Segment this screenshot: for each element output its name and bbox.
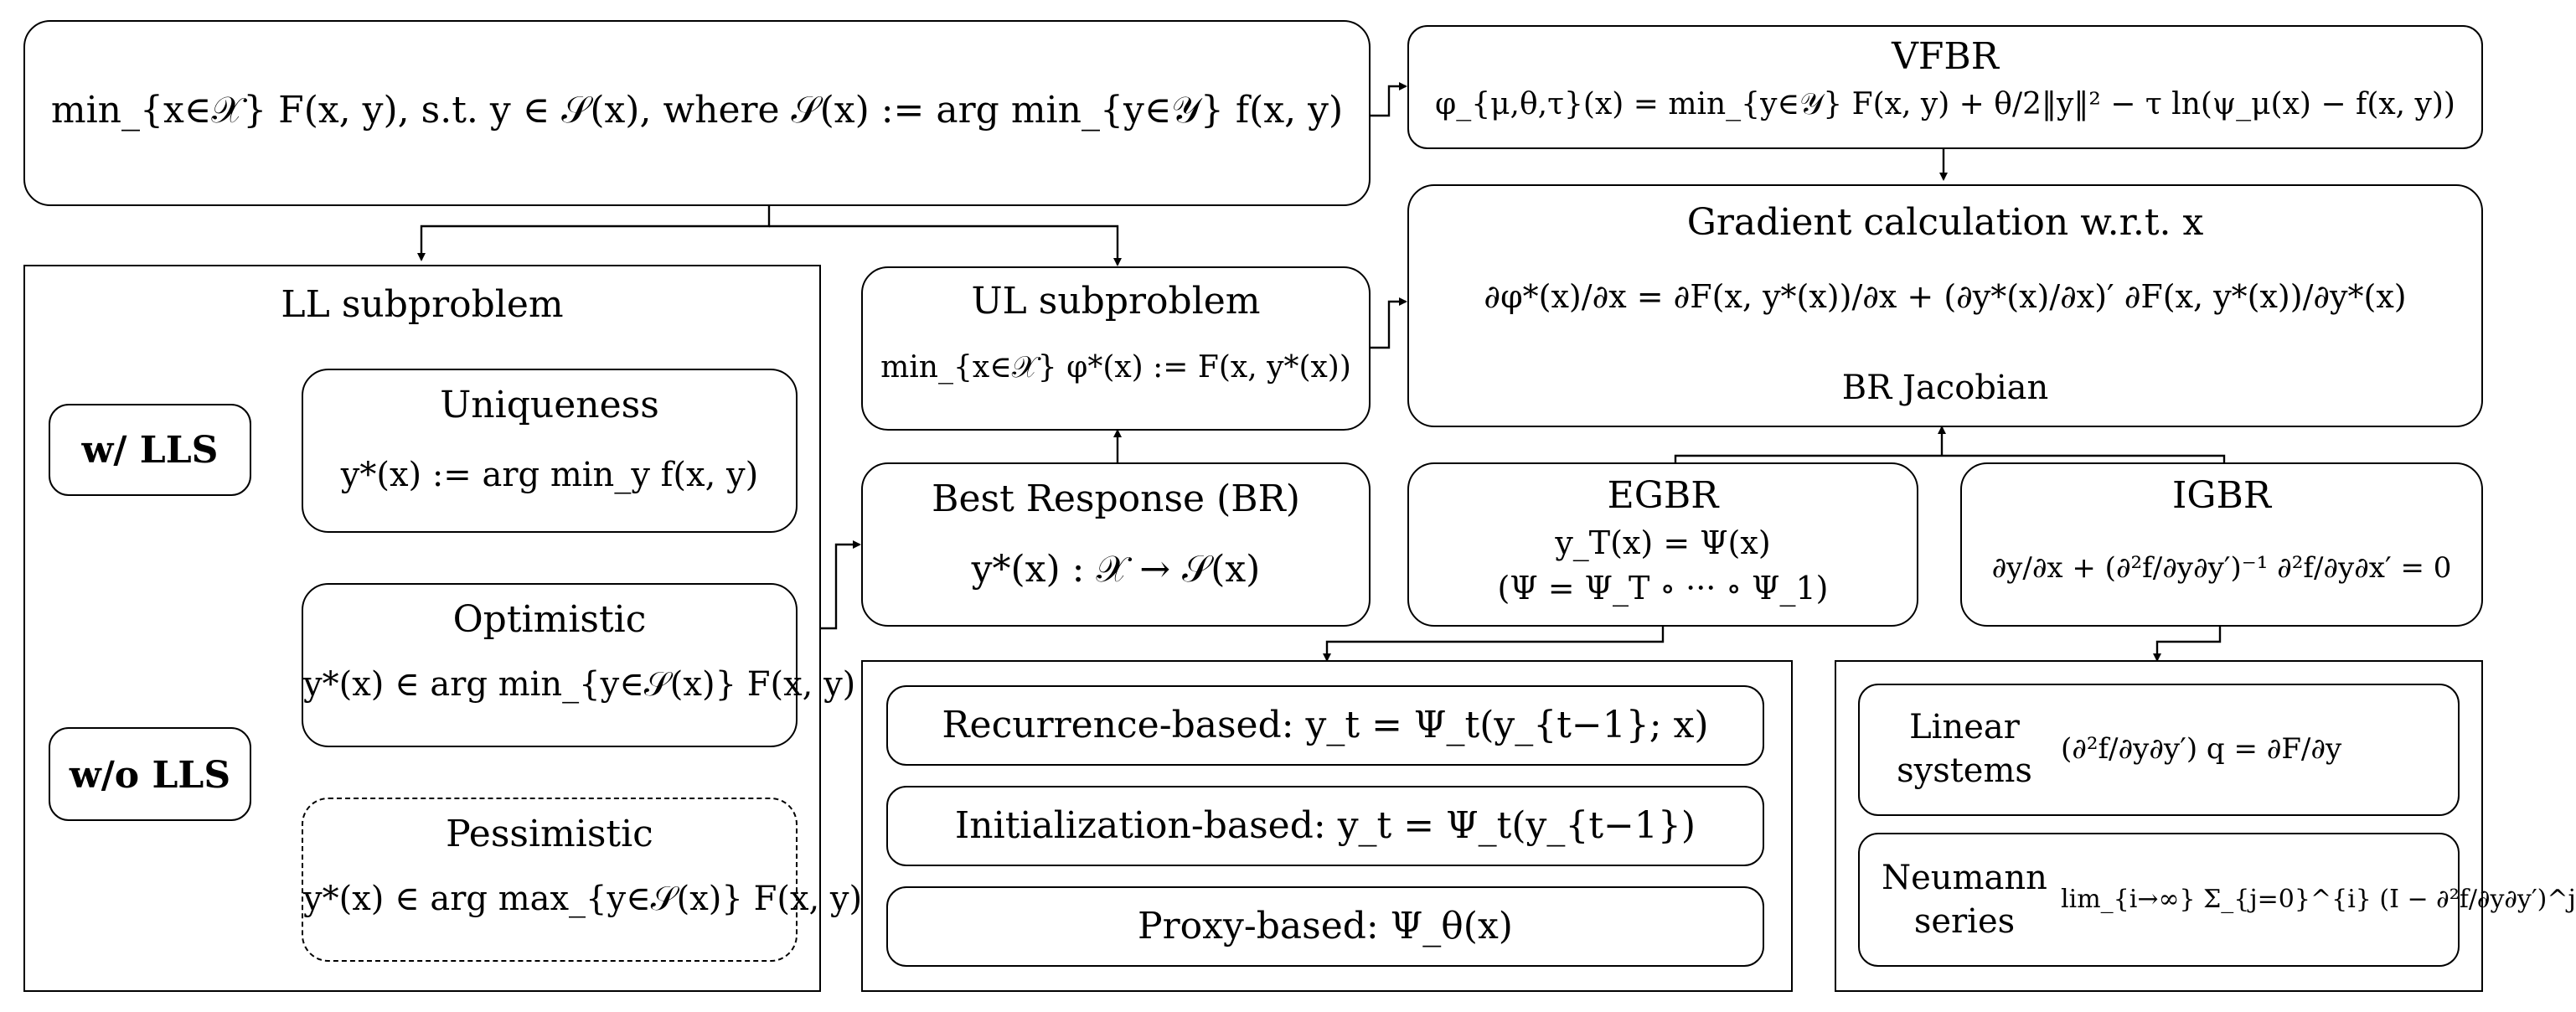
arrow-main-split [417,206,771,261]
w-lls-label: w/ LLS [81,429,219,472]
vfbr-formula: φ_{μ,θ,τ}(x) = min_{y∈𝒴} F(x, y) + θ/2‖y… [1435,87,2455,121]
linear-systems-label-line1: Linear [1909,708,2020,746]
optimistic-box: Optimistic y*(x) ∈ arg min_{y∈𝒮(x)} F(x,… [302,583,856,747]
arrow-main-to-vfbr [1371,82,1407,117]
proxy-based-label: Proxy-based: Ψ_θ(x) [1138,905,1513,947]
egbr-title: EGBR [1607,474,1719,517]
gradient-title: Gradient calculation w.r.t. x [1686,201,2204,244]
linear-systems-label-line2: systems [1897,751,2032,790]
arrow-ul-to-gradient [1371,297,1407,349]
igbr-box: IGBR ∂y/∂x + (∂²f/∂y∂y′)⁻¹ ∂²f/∂y∂x′ = 0 [1960,462,2483,627]
linear-systems-formula: (∂²f/∂y∂y′) q = ∂F/∂y [2061,732,2342,766]
neumann-series-label: Neumann series [1868,856,2061,943]
arrow-main-to-ul [769,225,1122,266]
vfbr-title: VFBR [1892,35,1999,78]
egbr-formula-2: (Ψ = Ψ_T ∘ ··· ∘ Ψ_1) [1497,570,1829,607]
igbr-formula: ∂y/∂x + (∂²f/∂y∂y′)⁻¹ ∂²f/∂y∂x′ = 0 [1991,551,2452,585]
arrow-egbr-to-explicit [1323,627,1665,662]
neumann-series-label-line2: series [1913,902,2016,941]
initialization-based-box: Initialization-based: y_t = Ψ_t(y_{t−1}) [886,786,1764,866]
pessimistic-title: Pessimistic [446,813,653,855]
gradient-formula: ∂φ*(x)/∂x = ∂F(x, y*(x))/∂x + (∂y*(x)/∂x… [1484,278,2407,315]
ll-subproblem-title: LL subproblem [281,283,564,326]
pessimistic-formula: y*(x) ∈ arg max_{y∈𝒮(x)} F(x, y) [303,880,863,918]
recurrence-based-label: Recurrence-based: y_t = Ψ_t(y_{t−1}; x) [942,704,1709,746]
pessimistic-box: Pessimistic y*(x) ∈ arg max_{y∈𝒮(x)} F(x… [302,798,863,962]
egbr-box: EGBR y_T(x) = Ψ(x) (Ψ = Ψ_T ∘ ··· ∘ Ψ_1) [1407,462,1918,627]
proxy-based-box: Proxy-based: Ψ_θ(x) [886,886,1764,967]
ul-subproblem-title: UL subproblem [971,280,1261,323]
best-response-formula: y*(x) : 𝒳 → 𝒮(x) [971,548,1261,591]
neumann-series-label-line1: Neumann [1882,859,2047,897]
optimistic-formula: y*(x) ∈ arg min_{y∈𝒮(x)} F(x, y) [303,665,856,704]
ul-subproblem-formula: min_{x∈𝒳} φ*(x) := F(x, y*(x)) [880,350,1351,385]
linear-systems-box: Linear systems (∂²f/∂y∂y′) q = ∂F/∂y [1858,684,2460,816]
initialization-based-label: Initialization-based: y_t = Ψ_t(y_{t−1}) [954,804,1696,847]
gradient-box: Gradient calculation w.r.t. x ∂φ*(x)/∂x … [1407,184,2483,427]
arrow-egbr-to-gradient [1674,454,1942,462]
neumann-series-box: Neumann series lim_{i→∞} Σ_{j=0}^{i} (I … [1858,833,2576,967]
egbr-formula-1: y_T(x) = Ψ(x) [1555,524,1771,561]
optimistic-title: Optimistic [452,598,647,641]
main-problem-formula: min_{x∈𝒳} F(x, y), s.t. y ∈ 𝒮(x), where … [50,89,1344,132]
uniqueness-formula: y*(x) := arg min_y f(x, y) [340,456,759,494]
br-jacobian-label: BR Jacobian [1841,369,2049,407]
arrow-igbr-to-gradient [1942,454,2226,462]
wo-lls-label: w/o LLS [69,754,231,797]
best-response-title: Best Response (BR) [932,478,1300,520]
uniqueness-title: Uniqueness [440,384,659,426]
vfbr-box: VFBR φ_{μ,θ,τ}(x) = min_{y∈𝒴} F(x, y) + … [1407,25,2483,149]
arrow-ll-to-br [821,540,861,630]
ul-subproblem-box: UL subproblem min_{x∈𝒳} φ*(x) := F(x, y*… [861,266,1371,431]
neumann-series-formula: lim_{i→∞} Σ_{j=0}^{i} (I − ∂²f/∂y∂y′)^j [2061,885,2576,914]
uniqueness-box: Uniqueness y*(x) := arg min_y f(x, y) [302,369,798,533]
linear-systems-label: Linear systems [1868,705,2061,793]
w-lls-box: w/ LLS [49,404,251,496]
best-response-box: Best Response (BR) y*(x) : 𝒳 → 𝒮(x) [861,462,1371,627]
recurrence-based-box: Recurrence-based: y_t = Ψ_t(y_{t−1}; x) [886,685,1764,766]
wo-lls-box: w/o LLS [49,727,251,821]
main-problem-box: min_{x∈𝒳} F(x, y), s.t. y ∈ 𝒮(x), where … [23,20,1371,206]
arrow-igbr-to-implicit [2153,627,2222,662]
igbr-title: IGBR [2172,474,2271,517]
